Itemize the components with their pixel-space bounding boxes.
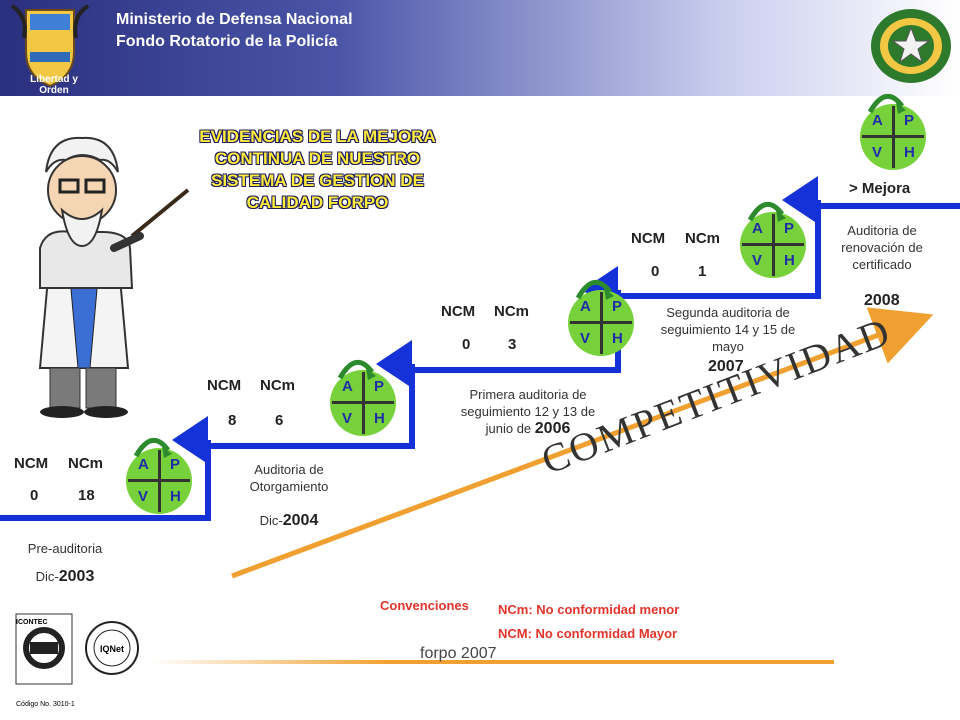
ncm-minor-label-stage-4: NCm <box>685 230 721 247</box>
footer-rule <box>150 660 834 664</box>
pdca-letter-v: V <box>138 488 149 505</box>
cert-code-text: Código No. 3010-1 <box>16 701 75 708</box>
pdca-letter-a: A <box>752 220 763 237</box>
pdca-letter-p: P <box>170 456 181 473</box>
pdca-letter-p: P <box>374 378 385 395</box>
ncm-value-stage-2: 8 <box>228 412 237 429</box>
footer-label: forpo 2007 <box>420 645 497 662</box>
competitiveness-arrow <box>231 307 934 579</box>
convention-major: NCM: No conformidad Mayor <box>498 626 678 641</box>
pdca-rotation-arrow-icon <box>867 94 906 114</box>
ncm-minor-value-stage-2: 6 <box>275 412 284 429</box>
pdca-letter-v: V <box>580 330 591 347</box>
pdca-rotation-arrow-icon <box>747 202 786 222</box>
iqnet-text: IQNet <box>100 644 124 654</box>
stage-3-year: 2006 <box>534 420 571 437</box>
ncm-minor-value-stage-1: 18 <box>78 487 95 504</box>
pdca-letter-a: A <box>580 298 591 315</box>
pdca-letter-v: V <box>872 144 883 161</box>
stage-1-date: Dic-2003 <box>35 568 95 585</box>
stage-1-caption: Pre-auditoria <box>27 541 103 556</box>
mejora-label: > Mejora <box>849 180 911 197</box>
certification-logos: ICONTEC IQNet Código No. 3010-1 <box>15 613 139 708</box>
ncm-value-stage-4: 0 <box>651 263 660 280</box>
header-band <box>0 0 960 96</box>
pdca-letter-v: V <box>752 252 763 269</box>
stage-5-caption: Auditoria de renovación de certificado <box>841 223 923 272</box>
pdca-wheel-stage-2: A P V H <box>330 360 396 436</box>
pdca-letter-h: H <box>612 330 623 347</box>
pdca-wheel-stage-4: A P V H <box>740 202 806 278</box>
ncm-minor-value-stage-4: 1 <box>698 263 707 280</box>
conventions-title: Convenciones <box>380 598 469 613</box>
stage-5-year: 2008 <box>864 292 900 309</box>
agency-title: Fondo Rotatorio de la Policía <box>116 33 338 50</box>
ncm-minor-value-stage-3: 3 <box>508 336 517 353</box>
stage-3-caption: Primera auditoria de seguimiento 12 y 13… <box>460 387 596 437</box>
pdca-letter-h: H <box>904 144 915 161</box>
ncm-minor-label-stage-3: NCm <box>494 303 530 320</box>
police-emblem-icon <box>871 9 951 83</box>
ncm-label-stage-4: NCM <box>631 230 666 247</box>
teacher-pointer-illustration <box>38 136 190 418</box>
convention-minor: NCm: No conformidad menor <box>498 602 680 617</box>
pdca-rotation-arrow-icon <box>575 280 614 300</box>
pdca-letter-a: A <box>138 456 149 473</box>
shield-motto: Libertad y Orden <box>30 74 78 96</box>
ncm-value-stage-1: 0 <box>30 487 39 504</box>
ncm-value-stage-3: 0 <box>462 336 471 353</box>
pdca-letter-h: H <box>170 488 181 505</box>
stage-1-year: 2003 <box>58 568 95 585</box>
pdca-letter-p: P <box>904 112 915 129</box>
pdca-rotation-arrow-icon <box>337 360 376 380</box>
stage-2-year: 2004 <box>282 512 319 529</box>
ncm-label-stage-3: NCM <box>441 303 476 320</box>
ncm-label-stage-2: NCM <box>207 377 242 394</box>
pdca-letter-h: H <box>374 410 385 427</box>
stage-4-caption: Segunda auditoria de seguimiento 14 y 15… <box>660 305 796 354</box>
ncm-minor-label-stage-1: NCm <box>68 455 104 472</box>
stage-4-year: 2007 <box>708 358 744 375</box>
pdca-wheel-stage-3: A P V H <box>568 280 634 356</box>
colombia-shield-icon <box>10 4 90 88</box>
stage-2-caption: Auditoria de Otorgamiento <box>249 462 329 494</box>
pdca-wheel-stage-1: A P V H <box>126 438 192 514</box>
pdca-letter-p: P <box>612 298 623 315</box>
pdca-rotation-arrow-icon <box>133 438 172 458</box>
icontec-text: ICONTEC <box>16 619 48 626</box>
pdca-letter-h: H <box>784 252 795 269</box>
pdca-letter-a: A <box>872 112 883 129</box>
stage-2-date: Dic-2004 <box>259 512 319 529</box>
ministry-title: Ministerio de Defensa Nacional <box>116 11 353 28</box>
pdca-letter-v: V <box>342 410 353 427</box>
page-title: EVIDENCIAS DE LA MEJORA CONTINUA DE NUES… <box>199 127 436 212</box>
pdca-letter-a: A <box>342 378 353 395</box>
ncm-label-stage-1: NCM <box>14 455 49 472</box>
pdca-letter-p: P <box>784 220 795 237</box>
ncm-minor-label-stage-2: NCm <box>260 377 296 394</box>
pdca-wheel-stage-5: A P V H <box>860 94 926 170</box>
